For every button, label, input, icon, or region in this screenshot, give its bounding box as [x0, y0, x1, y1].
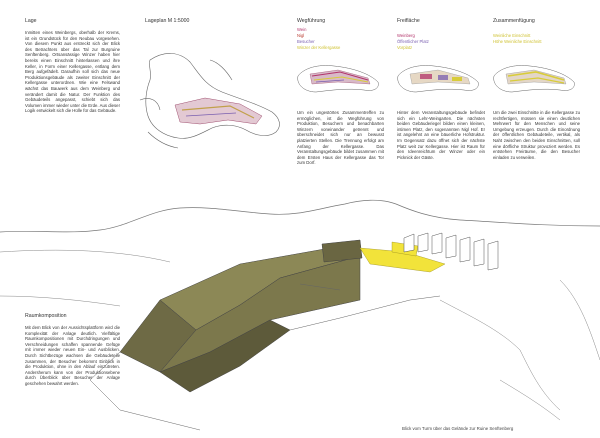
- perspective-caption: Blick vom Turm über das Gelände zur Ruin…: [402, 426, 514, 431]
- freiflaeche-legend: Weinberg Öffentlicher Platz Vorplatz: [397, 33, 429, 51]
- legend-hoehe: Höhe Weinliche Einschnitt: [493, 39, 542, 44]
- legend-winzer: Winzer der Kellergasse: [297, 45, 341, 50]
- wegfuehrung-legend: Wein Nigl Besucher Winzer der Kellergass…: [297, 27, 340, 51]
- freiflaeche-heading: Freifläche: [397, 18, 420, 24]
- legend-platz: Öffentlicher Platz: [397, 39, 429, 44]
- wegfuehrung-text: Um ein ungestörtes Zusammentreffen zu er…: [297, 110, 384, 166]
- legend-wein: Wein: [297, 27, 307, 32]
- wegfuehrung-heading: Wegführung: [297, 18, 326, 24]
- lage-text: Inmitten eines Weinbergs, oberhalb der K…: [25, 30, 120, 114]
- zusammenfuegung-legend: Weinliche Einschnitt Höhe Weinliche Eins…: [493, 33, 542, 45]
- raumkomposition-heading: Raumkomposition: [25, 313, 67, 319]
- legend-einschnitt: Weinliche Einschnitt: [493, 33, 531, 38]
- freiflaeche-diagram: [397, 65, 479, 93]
- horizon-line: [0, 199, 600, 233]
- terrain-outline: [89, 283, 441, 431]
- cellar-houses: [403, 232, 499, 271]
- site-plan-building-zone: [174, 97, 263, 125]
- raumkomposition-text: Mit dem Blick von der Aussichtsplattform…: [25, 325, 120, 386]
- legend-besucher: Besucher: [297, 39, 315, 44]
- legend-vorplatz: Vorplatz: [397, 45, 413, 50]
- zusammenfuegung-text: Um die zwei Einschnitte in die Kellergas…: [493, 110, 580, 160]
- legend-nigl: Nigl: [297, 33, 305, 38]
- site-plan-drawing: [139, 53, 280, 149]
- lageplan-heading: Lageplan M 1:5000: [145, 18, 190, 24]
- zusammenfuegung-heading: Zusammenfügung: [493, 18, 535, 24]
- freiflaeche-text: Hinter dem Veranstaltungsgebäude befinde…: [397, 110, 485, 160]
- wegfuehrung-diagram: [297, 65, 379, 93]
- zusammenfuegung-diagram: [493, 65, 575, 93]
- lage-heading: Lage: [25, 18, 37, 24]
- building-volume: [119, 239, 446, 393]
- landscape-lines: [0, 249, 600, 421]
- legend-weinberg: Weinberg: [397, 33, 415, 38]
